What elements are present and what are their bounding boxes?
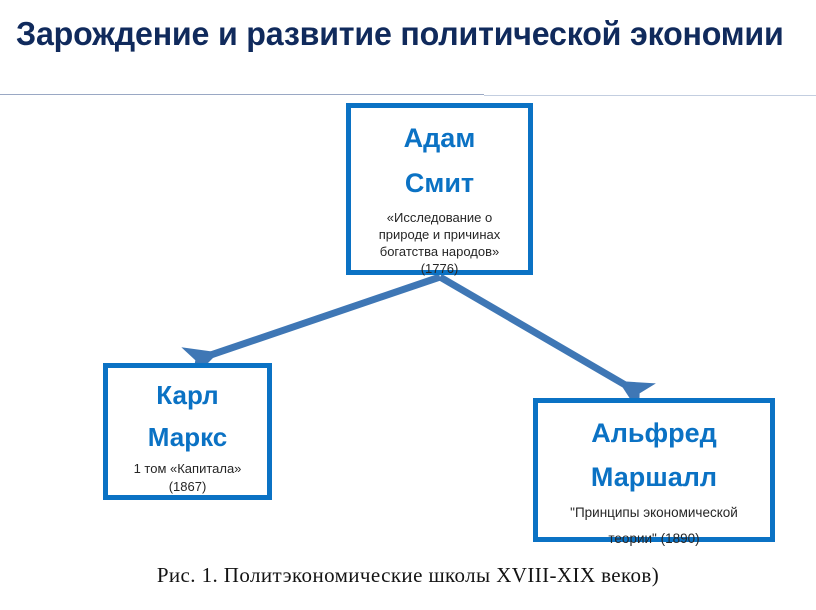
node-alfred-marshall-description: "Принципы экономической теории" (1890) bbox=[570, 505, 738, 546]
title-divider bbox=[0, 94, 816, 96]
arrow-smith-to-marshall bbox=[438, 273, 656, 413]
node-karl-marx-description: 1 том «Капитала» (1867) bbox=[133, 461, 242, 494]
node-adam-smith[interactable]: Адам Смит «Исследование о природе и прич… bbox=[346, 103, 533, 276]
arrow-smith-to-marx bbox=[181, 273, 442, 380]
node-karl-marx[interactable]: Карл Маркс 1 том «Капитала» (1867) bbox=[103, 363, 272, 500]
node-adam-smith-description: «Исследование о природе и причинах богат… bbox=[378, 210, 501, 276]
node-adam-smith-name: Адам Смит bbox=[403, 123, 476, 198]
page-title: Зарождение и развитие политической эконо… bbox=[16, 15, 784, 52]
title-divider-right-segment bbox=[484, 95, 816, 96]
node-alfred-marshall-name: Альфред Маршалл bbox=[590, 418, 718, 492]
figure-caption: Рис. 1. Политэкономические школы XVIII-X… bbox=[156, 563, 660, 587]
node-karl-marx-name: Карл Маркс bbox=[147, 380, 228, 452]
node-alfred-marshall[interactable]: Альфред Маршалл "Принципы экономической … bbox=[533, 398, 775, 546]
title-divider-left-segment bbox=[0, 94, 484, 95]
